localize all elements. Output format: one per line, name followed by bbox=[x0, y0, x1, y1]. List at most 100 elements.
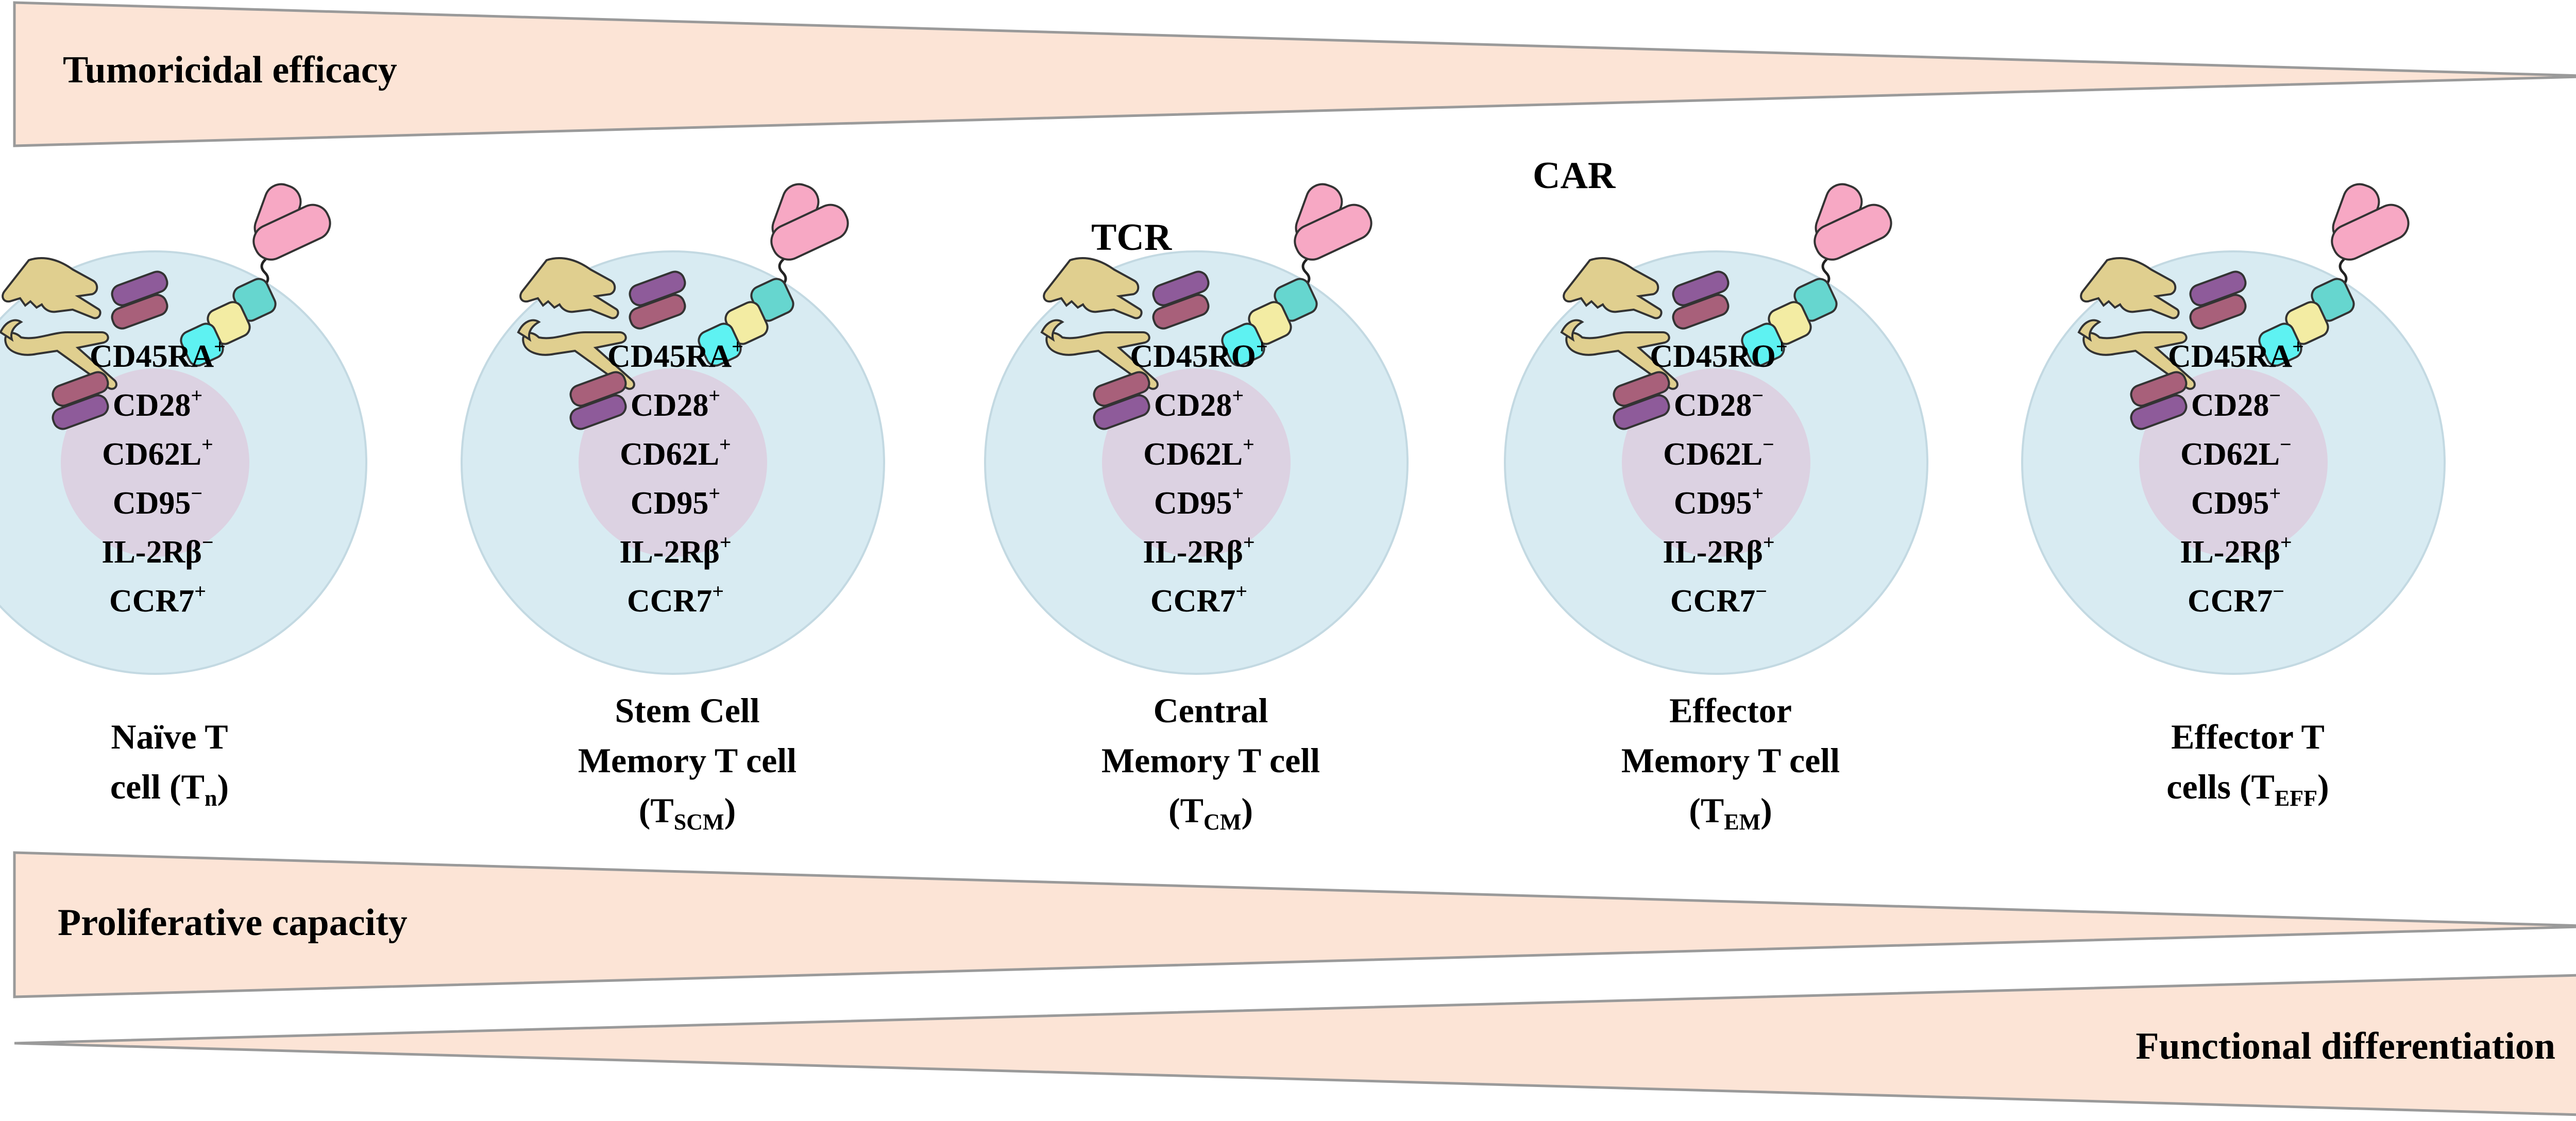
cell-nucleus bbox=[579, 368, 767, 557]
tumoricidal-efficacy-label: Tumoricidal efficacy bbox=[63, 49, 397, 91]
marker: CD28+ bbox=[113, 384, 202, 423]
marker-sign: − bbox=[2273, 580, 2284, 603]
marker-name: CD95 bbox=[1154, 486, 1232, 521]
marker-name: CD28 bbox=[1674, 388, 1752, 423]
cell-name-text: ) bbox=[1241, 791, 1253, 830]
car-receptor-icon bbox=[1221, 183, 1372, 367]
marker: CD28− bbox=[2191, 384, 2281, 423]
cell-name-line: cells (TEFF) bbox=[2166, 767, 2329, 811]
cell-name-subscript: CM bbox=[1204, 809, 1241, 835]
marker: CD95+ bbox=[1674, 482, 1764, 521]
cell-name-text: Effector T bbox=[2171, 717, 2325, 756]
marker-sign: + bbox=[712, 580, 724, 603]
marker: IL-2Rβ+ bbox=[1663, 531, 1774, 570]
tcr-receptor-icon bbox=[2077, 257, 2247, 430]
marker: CD95+ bbox=[631, 482, 720, 521]
marker-name: IL-2Rβ bbox=[1143, 535, 1243, 570]
cell-name-text: ) bbox=[724, 791, 736, 830]
cell-name-text: (T bbox=[639, 791, 674, 830]
marker-sign: + bbox=[719, 433, 731, 456]
cell-name-text: Memory T cell bbox=[1621, 741, 1840, 780]
marker-sign: + bbox=[708, 384, 720, 407]
marker-sign: + bbox=[2269, 482, 2281, 505]
marker-sign: + bbox=[194, 580, 206, 603]
marker-name: CD95 bbox=[631, 486, 709, 521]
tcr-label: TCR bbox=[1091, 216, 1173, 259]
marker: CCR7− bbox=[1670, 580, 1767, 619]
marker: CD95+ bbox=[1154, 482, 1244, 521]
marker-name: CCR7 bbox=[1670, 584, 1755, 619]
cell-name-subscript: n bbox=[205, 786, 217, 811]
marker-name: CD45RA bbox=[607, 339, 732, 374]
marker-name: CD28 bbox=[631, 388, 709, 423]
marker-name: CD62L bbox=[1663, 437, 1762, 472]
marker-list: CD45RA+CD28+CD62L+CD95+IL-2Rβ+CCR7+ bbox=[607, 335, 743, 619]
marker-sign: + bbox=[720, 531, 732, 554]
cell-name-line: Stem Cell bbox=[615, 691, 759, 730]
marker-name: CD28 bbox=[113, 388, 191, 423]
marker: CD45RA+ bbox=[2168, 335, 2304, 374]
marker: IL-2Rβ− bbox=[101, 531, 213, 570]
cell-name-text: (T bbox=[1689, 791, 1724, 830]
t-cell-group: CD45RA+CD28+CD62L+CD95+IL-2Rβ+CCR7+Stem … bbox=[461, 183, 885, 835]
marker-list: CD45RO+CD28+CD62L+CD95+IL-2Rβ+CCR7+ bbox=[1130, 335, 1267, 619]
t-cell-group: CD45RA+CD28+CD62L+CD95−IL-2Rβ−CCR7+Naïve… bbox=[0, 183, 367, 811]
cell-name-text: cell (T bbox=[110, 767, 205, 806]
cell-name-line: Memory T cell bbox=[1621, 741, 1840, 780]
cell-name-text: Stem Cell bbox=[615, 691, 759, 730]
marker: CD62L+ bbox=[102, 433, 213, 472]
marker-name: CD62L bbox=[102, 437, 201, 472]
marker-sign: + bbox=[732, 335, 743, 358]
marker-sign: + bbox=[1776, 335, 1788, 358]
cell-name-text: ) bbox=[217, 767, 229, 806]
cell-name-text: Memory T cell bbox=[1101, 741, 1320, 780]
marker-sign: − bbox=[2269, 384, 2281, 407]
marker: CD95− bbox=[113, 482, 202, 521]
car-label: CAR bbox=[1533, 155, 1616, 197]
marker-sign: − bbox=[1755, 580, 1767, 603]
marker-sign: + bbox=[1763, 531, 1775, 554]
marker-name: CD45RA bbox=[2168, 339, 2292, 374]
tcr-receptor-icon bbox=[1560, 257, 1730, 430]
marker-name: IL-2Rβ bbox=[619, 535, 720, 570]
marker-sign: + bbox=[2292, 335, 2304, 358]
marker: CD28+ bbox=[631, 384, 720, 423]
marker-name: CD62L bbox=[620, 437, 719, 472]
cell-name-line: (TCM) bbox=[1168, 791, 1253, 835]
cell-name-subscript: EM bbox=[1724, 809, 1760, 835]
marker-sign: + bbox=[708, 482, 720, 505]
cell-name-text: Memory T cell bbox=[578, 741, 796, 780]
tcr-receptor-icon bbox=[1040, 257, 1210, 430]
marker: CD45RA+ bbox=[607, 335, 743, 374]
cell-nucleus bbox=[61, 368, 249, 557]
cell-name-text: Central bbox=[1154, 691, 1268, 730]
cell-name: Effector T cells (TEFF) bbox=[2166, 717, 2329, 811]
marker: CD45RO+ bbox=[1650, 335, 1787, 374]
cell-name-line: (TEM) bbox=[1689, 791, 1772, 835]
marker-name: CCR7 bbox=[2188, 584, 2273, 619]
t-cell-group: CD45RO+CD28+CD62L+CD95+IL-2Rβ+CCR7+Centr… bbox=[984, 183, 1409, 835]
marker: CD62L+ bbox=[620, 433, 731, 472]
marker: CCR7− bbox=[2188, 580, 2284, 619]
marker-sign: + bbox=[1243, 433, 1255, 456]
marker-name: IL-2Rβ bbox=[2180, 535, 2280, 570]
marker-name: CD62L bbox=[2180, 437, 2280, 472]
t-cell-group: CD45RO+CD28−CD62L−CD95+IL-2Rβ+CCR7−Effec… bbox=[1504, 183, 1928, 835]
cell-name-text: ) bbox=[2317, 767, 2329, 806]
marker: IL-2Rβ+ bbox=[2180, 531, 2292, 570]
marker-name: CD62L bbox=[1143, 437, 1243, 472]
cells-layer: CD45RA+CD28+CD62L+CD95−IL-2Rβ−CCR7+Naïve… bbox=[0, 183, 2446, 835]
marker-name: CD28 bbox=[1154, 388, 1232, 423]
marker-name: CD45RO bbox=[1650, 339, 1776, 374]
marker: CD28− bbox=[1674, 384, 1764, 423]
marker-sign: − bbox=[1752, 384, 1764, 407]
cell-name-text: Effector bbox=[1669, 691, 1792, 730]
marker-sign: + bbox=[1232, 384, 1244, 407]
marker-list: CD45RA+CD28−CD62L−CD95+IL-2Rβ+CCR7− bbox=[2168, 335, 2304, 619]
cell-name-subscript: EFF bbox=[2275, 786, 2317, 811]
cell-name-line: Central bbox=[1154, 691, 1268, 730]
marker: CCR7+ bbox=[109, 580, 206, 619]
marker: CD28+ bbox=[1154, 384, 1244, 423]
